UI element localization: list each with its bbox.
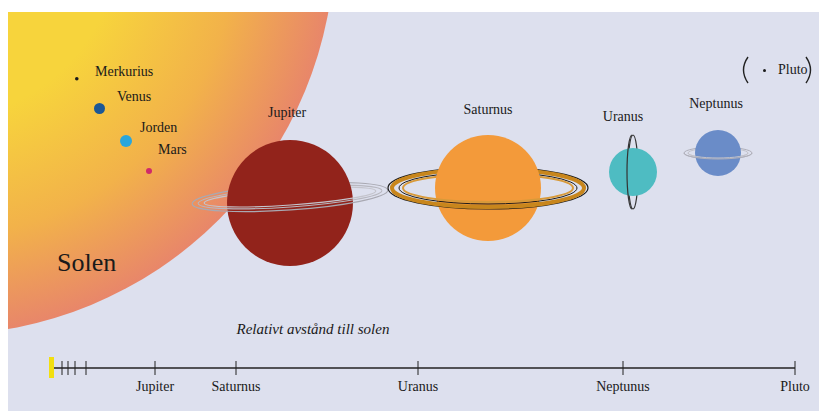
planet-jupiter: Jupiter (227, 140, 353, 266)
planet-pluto: Pluto (763, 69, 766, 72)
planet-label: Merkurius (95, 64, 153, 80)
axis-title: Relativt avstånd till solen (237, 320, 390, 338)
planet-neptune-disc (695, 130, 741, 176)
axis-tick-label: Neptunus (596, 379, 650, 395)
axis-tick-label: Saturnus (212, 379, 261, 395)
planet-venus: Venus (94, 103, 105, 114)
planet-earth-disc (120, 135, 132, 147)
axis-tick-label: Jupiter (136, 379, 174, 395)
ring-front (192, 190, 388, 217)
ring-front (684, 153, 752, 159)
planet-label: Mars (158, 142, 187, 158)
planet-saturn-disc (435, 135, 541, 241)
planet-neptune: Neptunus (695, 130, 741, 176)
planet-pluto-disc (763, 69, 766, 72)
planet-label: Saturnus (464, 102, 513, 118)
planet-venus-svg (94, 103, 105, 114)
distance-axis (49, 357, 795, 378)
planet-mars-svg (146, 168, 152, 174)
planet-label: Jorden (140, 120, 177, 136)
sun-shape: MerkuriusVenusJordenMarsSolen (8, 12, 438, 332)
planet-label: Neptunus (689, 96, 743, 112)
sun-shape-svg (8, 12, 438, 332)
planet-saturn: Saturnus (435, 135, 541, 241)
planet-venus-disc (94, 103, 105, 114)
planet-label: Uranus (603, 109, 643, 125)
planet-mercury-svg (75, 77, 79, 81)
planet-neptune-svg (695, 130, 741, 176)
planet-mercury-disc (75, 77, 79, 81)
ring-front (627, 135, 632, 209)
planet-label: Pluto (778, 62, 808, 78)
pluto-brackets (744, 57, 811, 83)
planet-uranus-disc (609, 148, 657, 196)
planet-label: Jupiter (268, 105, 306, 121)
planet-earth: Jorden (120, 135, 132, 147)
planet-mercury: Merkurius (75, 77, 79, 81)
planet-mars: Mars (146, 168, 152, 174)
ring-front (388, 188, 588, 209)
sun-label: Solen (57, 248, 116, 278)
planet-earth-svg (120, 135, 132, 147)
axis-tick-label: Uranus (398, 379, 438, 395)
planet-pluto-svg (763, 69, 766, 72)
planet-saturn-svg (435, 135, 541, 241)
planet-jupiter-svg (227, 140, 353, 266)
planet-uranus-svg (609, 148, 657, 196)
axis-tick-label: Pluto (780, 379, 810, 395)
planet-mars-disc (146, 168, 152, 174)
planet-uranus: Uranus (609, 148, 657, 196)
planet-label: Venus (117, 89, 151, 105)
